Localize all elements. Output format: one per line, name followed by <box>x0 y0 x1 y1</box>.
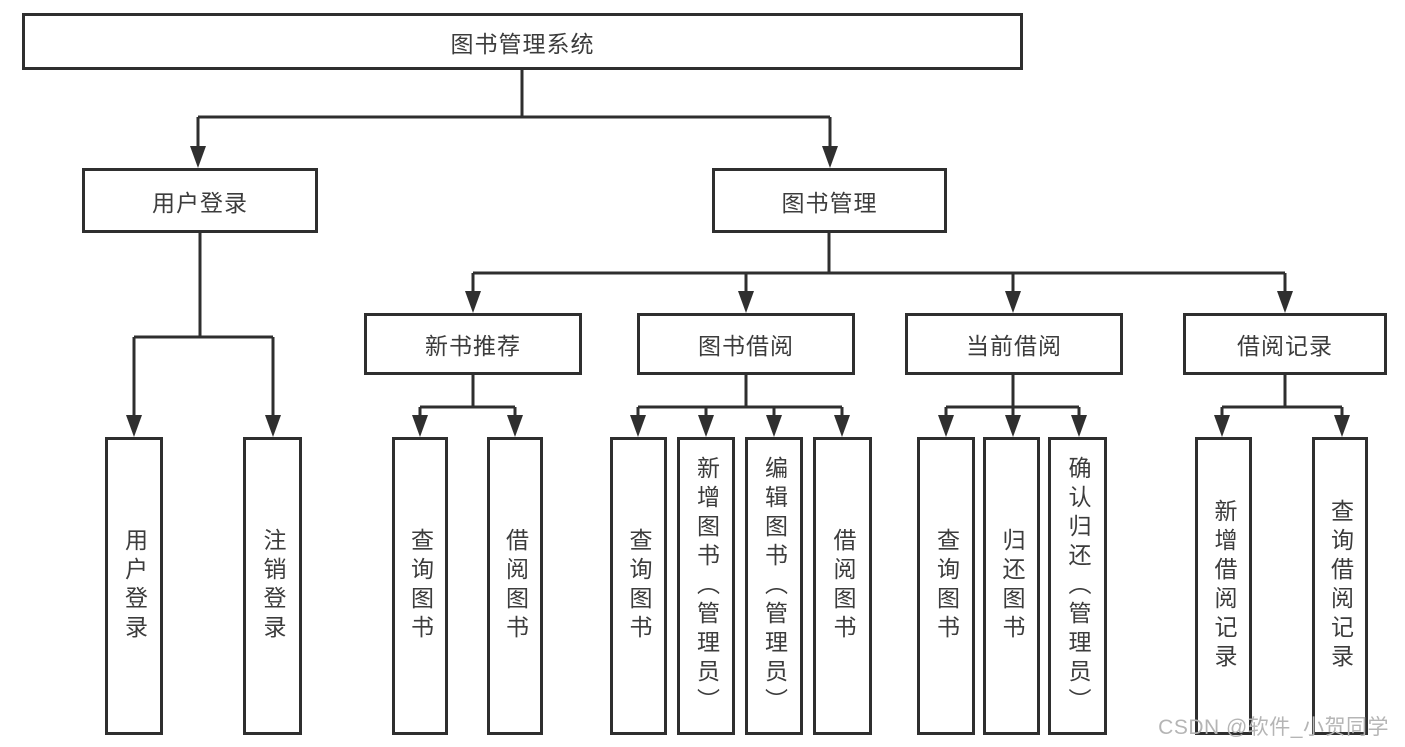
leaf-return-books: 归还图书 <box>983 437 1040 735</box>
leaf-edit-books-admin: 编辑图书（管理员） <box>745 437 803 735</box>
leaf-query-borrow-record: 查询借阅记录 <box>1312 437 1368 735</box>
node-label: 查询图书 <box>933 528 960 644</box>
leaf-add-books-admin: 新增图书（管理员） <box>677 437 735 735</box>
leaf-add-borrow-record: 新增借阅记录 <box>1195 437 1252 735</box>
node-current-borrowing: 当前借阅 <box>905 313 1123 375</box>
leaf-user-login: 用户登录 <box>105 437 163 735</box>
node-label: 用户登录 <box>152 189 248 216</box>
node-label: 查询图书 <box>626 528 652 644</box>
node-label: 编辑图书（管理员） <box>761 455 788 717</box>
node-label: 查询图书 <box>407 528 434 644</box>
node-book-borrowing: 图书借阅 <box>637 313 855 375</box>
node-label: 借阅图书 <box>502 528 529 644</box>
leaf-query-books-borrow: 查询图书 <box>610 437 667 735</box>
node-label: 图书管理 <box>781 189 878 216</box>
leaf-logout: 注销登录 <box>243 437 302 735</box>
node-book-management: 图书管理 <box>712 168 947 233</box>
node-label: 新书推荐 <box>425 333 521 359</box>
node-borrowing-records: 借阅记录 <box>1183 313 1387 375</box>
node-label: 注销登录 <box>260 528 286 644</box>
node-label: 借阅图书 <box>830 528 856 644</box>
node-label: 查询借阅记录 <box>1327 499 1354 673</box>
node-label: 新增借阅记录 <box>1211 499 1237 673</box>
node-label: 借阅记录 <box>1237 333 1333 359</box>
node-label: 用户登录 <box>121 528 148 644</box>
leaf-confirm-return-admin: 确认归还（管理员） <box>1048 437 1107 735</box>
leaf-query-books-current: 查询图书 <box>917 437 975 735</box>
node-label: 图书借阅 <box>698 333 794 359</box>
node-library-management-system: 图书管理系统 <box>22 13 1023 70</box>
leaf-query-books-recommend: 查询图书 <box>392 437 448 735</box>
leaf-borrow-books-recommend: 借阅图书 <box>487 437 543 735</box>
node-label: 图书管理系统 <box>450 30 595 57</box>
leaf-borrow-books: 借阅图书 <box>813 437 872 735</box>
node-user-login: 用户登录 <box>82 168 318 233</box>
node-label: 新增图书（管理员） <box>693 455 720 717</box>
node-label: 归还图书 <box>999 528 1025 644</box>
node-label: 确认归还（管理员） <box>1065 455 1091 717</box>
node-new-book-recommendation: 新书推荐 <box>364 313 582 375</box>
node-label: 当前借阅 <box>966 333 1062 359</box>
